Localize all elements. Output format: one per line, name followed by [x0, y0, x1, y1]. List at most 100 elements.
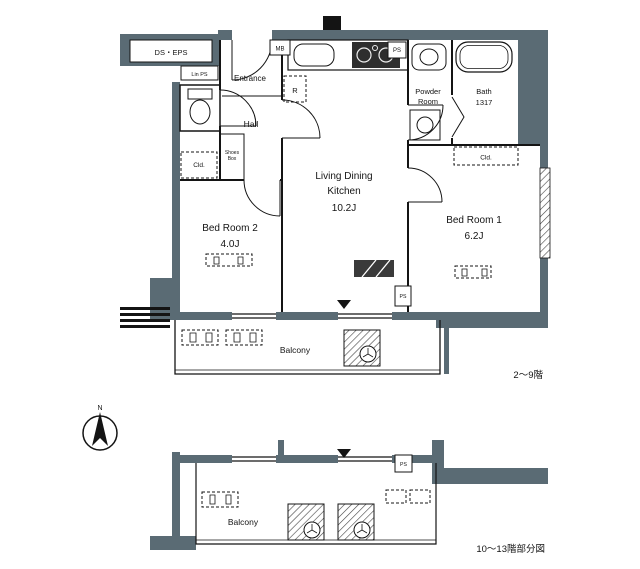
shoes-box-outline: [219, 133, 245, 181]
stove-burner-icon: [372, 45, 378, 51]
pipe-space-top-label: PS: [393, 48, 401, 54]
wc-room-outline: [179, 84, 221, 132]
balcony-label: Balcony: [280, 345, 311, 355]
floor-range-label: 2〜9階: [513, 370, 543, 381]
bedroom1-utility-outline: [454, 265, 492, 279]
balcony-utility-outline: [181, 329, 219, 346]
balcony-utility-marks: [189, 332, 257, 343]
bathtub-icon: [455, 41, 513, 73]
bath-label: Bath: [476, 87, 491, 96]
stove-burner-icon: [356, 47, 372, 63]
washbasin-counter: [411, 43, 447, 71]
pipe-space-top: PS: [387, 41, 407, 59]
partial-balcony-utility-outline: [385, 489, 407, 504]
closet-left-outline: [180, 151, 218, 179]
balcony-utility-outline: [225, 329, 263, 346]
meter-box-outline: [269, 39, 291, 56]
partial-balcony-utility-marks: [209, 494, 232, 505]
bath-size-label: 1317: [476, 98, 493, 107]
north-arrow-icon: [92, 412, 108, 446]
pipe-space-mid-label: PS: [400, 294, 407, 300]
linen-pipe-space: Lin PS: [180, 65, 219, 81]
bedroom2-utility-outline: [205, 253, 253, 267]
window-glyphs: [232, 313, 392, 319]
bedroom2-size-label: 4.0J: [221, 239, 240, 250]
ds-eps-label: DS・EPS: [155, 48, 188, 57]
meter-box-label: MB: [276, 47, 285, 53]
bathtub-outer: [455, 41, 513, 73]
dining-table-icon: [354, 260, 394, 277]
roof-vent-box: [323, 16, 341, 30]
ldk-size-label: 10.2J: [332, 203, 356, 214]
wc-door-arc: [219, 89, 257, 127]
washing-machine-icon: [409, 109, 441, 141]
powder-door-arc: [407, 104, 444, 141]
vent-triangle-icon: [337, 300, 351, 309]
shoes-box-label: Shoes: [225, 150, 240, 156]
utility-marks: [213, 256, 488, 277]
hall-door-arc: [281, 99, 321, 139]
toilet-icon: [187, 88, 213, 125]
pipe-space-top-outline: [387, 41, 407, 59]
partial-caption-label: 10〜13階部分図: [476, 543, 545, 555]
compass-north-label: N: [97, 405, 102, 412]
bath-folding-door: [451, 96, 465, 138]
pipe-space-mid-outline: [394, 285, 412, 307]
partial-balcony-label: Balcony: [228, 517, 259, 527]
fridge-space: R: [283, 75, 307, 103]
ds-eps-shaft: DS・EPS: [129, 39, 213, 63]
powder-room-label: Room: [418, 97, 438, 106]
exterior-walls: [120, 30, 548, 374]
partial-balcony-utility-outline: [409, 489, 431, 504]
entrance-label: Entrance: [234, 74, 267, 83]
linen-pipe-space-outline: [180, 65, 219, 81]
bedroom1-door-arc: [407, 167, 443, 203]
toilet-tank: [187, 88, 213, 100]
bedroom2-label: Bed Room 2: [202, 223, 258, 234]
partial-pipe-space-outline: [394, 454, 413, 473]
partial-window-glyphs: [232, 456, 392, 462]
bedroom1-size-label: 6.2J: [465, 231, 484, 242]
washing-machine-drum: [416, 116, 434, 134]
ac-unit-icon: [343, 329, 381, 367]
compass: N: [82, 405, 118, 451]
washbasin-icon: [411, 43, 447, 71]
linen-pipe-space-label: Lin PS: [191, 72, 208, 78]
partial-balcony: Balcony: [195, 463, 437, 545]
kitchen-sink-icon: [293, 43, 335, 67]
partial-exterior-walls: [150, 440, 548, 550]
closet-left: Cld.: [180, 151, 218, 179]
hall-label: Hall: [244, 119, 259, 129]
closet-left-label: Cld.: [193, 162, 205, 169]
ac-unit-icon: [287, 503, 325, 541]
ldk-label: Living Dining: [315, 171, 372, 182]
main-floor-plan: R Cld. Cld.: [120, 16, 551, 381]
fridge-label: R: [292, 86, 298, 95]
toilet-bowl: [189, 99, 211, 125]
closet-right-label: Cld.: [480, 155, 492, 162]
fan-blades: [356, 524, 368, 534]
washbasin-bowl: [419, 48, 439, 66]
dining-table-stripes: [361, 259, 391, 278]
utility-hatch-strip: [539, 167, 551, 259]
partial-balcony-outline: [195, 463, 437, 545]
partial-floor-plan: PS Balcony 10〜13階部分図: [150, 440, 548, 555]
ds-eps-box: [129, 39, 213, 63]
shoes-box-label: Box: [228, 156, 237, 162]
main-balcony: [174, 320, 441, 375]
ldk-label: Kitchen: [327, 186, 360, 197]
fridge-space-outline: [283, 75, 307, 103]
washing-machine-pan: [409, 109, 441, 141]
powder-room-label: Powder: [415, 87, 441, 96]
ac-unit-icon: [337, 503, 375, 541]
partial-vent-triangle-icon: [337, 449, 351, 458]
closet-right: Cld.: [453, 146, 519, 166]
fan-blades: [362, 348, 374, 358]
balcony-outline: [174, 320, 441, 375]
bedroom1-label: Bed Room 1: [446, 215, 502, 226]
fan-blades: [306, 524, 318, 534]
shoes-box: Shoes Box: [219, 133, 245, 181]
bedroom2-door-arc: [243, 179, 281, 217]
